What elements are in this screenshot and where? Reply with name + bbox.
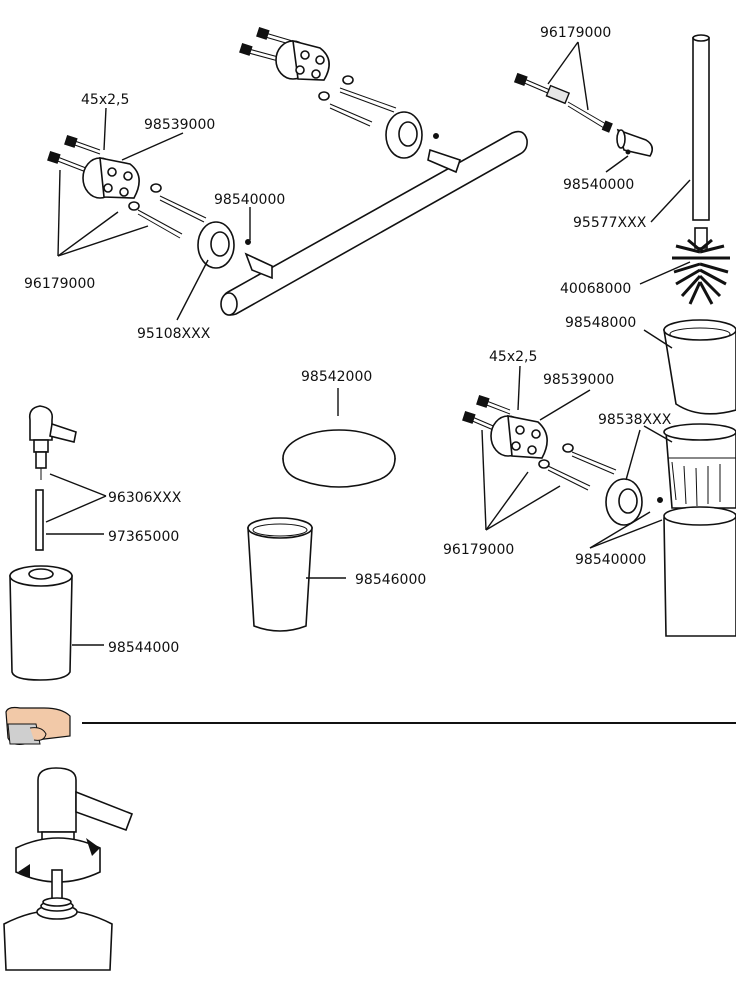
- brush-leaders: [639, 179, 691, 443]
- dispenser-assembly-detail: [3, 767, 134, 971]
- pump-head-label: 96306XXX: [108, 490, 182, 506]
- brush-glass-label: 98548000: [565, 315, 636, 331]
- brush-head-label: 40068000: [560, 281, 631, 297]
- hook-screws-label: 96179000: [540, 25, 611, 41]
- soap-dish-label: 98542000: [301, 369, 372, 385]
- holder-mount: [462, 395, 663, 526]
- holder-screws-label: 96179000: [443, 542, 514, 558]
- towel-bar: [220, 130, 528, 316]
- tumbler-label: 98546000: [355, 572, 426, 588]
- hook-assembly: [513, 72, 654, 157]
- bar-left-mount: [47, 135, 251, 269]
- brush-handle-label: 95577XXX: [573, 215, 647, 231]
- holder-cap-label: 98540000: [575, 552, 646, 568]
- holder-basket-label: 98538XXX: [598, 412, 672, 428]
- holder-mount-leaders: [481, 365, 663, 549]
- holder-bracket-label: 98539000: [543, 372, 614, 388]
- bar-left-bracket-label: 98539000: [144, 117, 215, 133]
- bar-right-mount: [239, 27, 439, 159]
- bar-left-screw-size-label: 45x2,5: [81, 92, 129, 108]
- dispenser-bottle-label: 98544000: [108, 640, 179, 656]
- hand-cleaning-icon: [5, 706, 71, 745]
- bar-left-screws-label: 96179000: [24, 276, 95, 292]
- bar-left-rosette-label: 95108XXX: [137, 326, 211, 342]
- dispenser-leaders: [45, 473, 107, 646]
- soap-dispenser: [9, 405, 77, 681]
- hook-cap-label: 98540000: [563, 177, 634, 193]
- soap-dish: [282, 388, 396, 488]
- bar-end-cap-label: 98540000: [214, 192, 285, 208]
- tumbler: [247, 517, 346, 632]
- holder-screw-size-label: 45x2,5: [489, 349, 537, 365]
- brush-bristles: [672, 238, 730, 305]
- left-mount-leaders: [57, 107, 251, 321]
- toilet-brush: [663, 34, 736, 637]
- hook-leaders: [547, 41, 629, 173]
- pump-tube-label: 97365000: [108, 529, 179, 545]
